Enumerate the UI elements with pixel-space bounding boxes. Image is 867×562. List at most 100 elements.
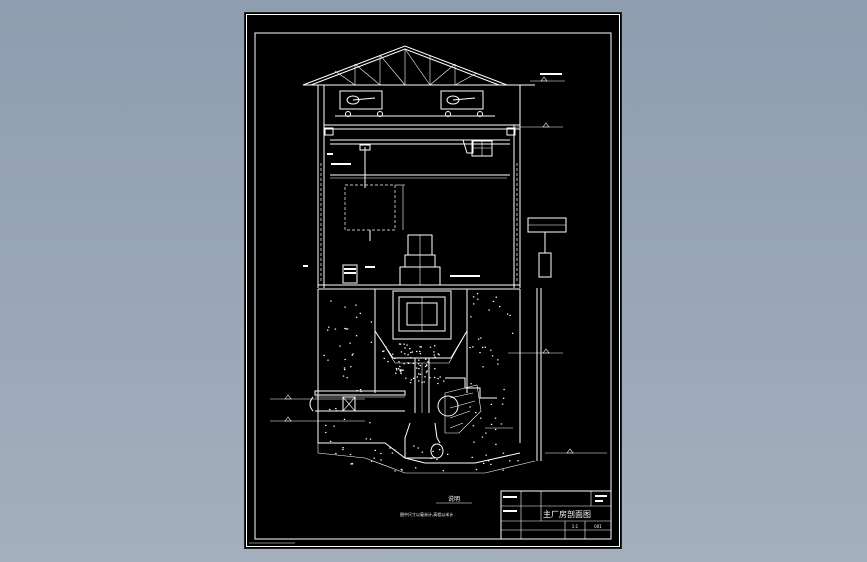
aggregate-dot [355, 304, 357, 306]
aggregate-dot [423, 381, 425, 383]
aggregate-dot [410, 351, 412, 354]
aggregate-dot [484, 346, 486, 348]
aggregate-dot [472, 425, 475, 427]
machine-floor [318, 264, 520, 290]
aggregate-dot [374, 449, 376, 451]
aggregate-dot [383, 357, 385, 359]
aggregate-dot [328, 326, 330, 328]
aggregate-dot [490, 423, 493, 425]
aggregate-dot [472, 296, 475, 298]
aggregate-dot [349, 453, 352, 456]
aggregate-dot [506, 313, 509, 315]
aggregate-dot [325, 424, 327, 426]
aggregate-dot [433, 354, 435, 356]
aggregate-dot [432, 450, 434, 452]
aggregate-dot [359, 312, 361, 314]
aggregate-dot [415, 467, 417, 469]
aggregate-dot [416, 367, 418, 369]
aggregate-dot [409, 357, 412, 359]
aggregate-dot [339, 345, 341, 347]
cad-drawing: 说明 图中尺寸以毫米计,高程以米计 主厂房剖面图 1:1 001 [246, 14, 620, 547]
aggregate-dot [502, 452, 505, 454]
inner-frame [254, 32, 612, 540]
aggregate-dot [480, 417, 482, 419]
aggregate-dot [327, 329, 329, 331]
aggregate-dot [344, 369, 346, 371]
aggregate-dot [419, 346, 421, 348]
aggregate-dot [477, 338, 480, 340]
aggregate-dot [406, 344, 408, 346]
foundation-concrete [317, 289, 521, 443]
aggregate-dot [350, 463, 352, 465]
aggregate-dot [483, 462, 485, 464]
aggregate-dot [517, 460, 519, 462]
aggregate-dot [342, 448, 344, 451]
aggregate-dot [473, 441, 475, 443]
aggregate-dot [403, 343, 405, 345]
aggregate-dot [421, 381, 423, 384]
aggregate-dot [418, 373, 420, 375]
spiral-case [437, 377, 497, 434]
aggregate-dot [495, 296, 497, 298]
aggregate-dot [443, 380, 445, 382]
elevation-marker-roof [530, 73, 565, 82]
aggregate-dot [399, 365, 401, 368]
aggregate-dot [351, 354, 353, 356]
aggregate-dot [346, 377, 348, 379]
aggregate-dot [442, 470, 445, 472]
penstock [270, 390, 406, 422]
aggregate-dot [399, 370, 401, 372]
aggregate-dot [437, 378, 439, 380]
aggregate-dot [416, 376, 418, 378]
aggregate-dot [502, 397, 505, 399]
aggregate-dot [437, 382, 439, 385]
aggregate-dot [391, 452, 394, 454]
aggregate-dot [488, 309, 490, 311]
aggregate-dot [335, 408, 337, 410]
aggregate-dot [421, 451, 423, 453]
aggregate-dot [430, 457, 432, 459]
aggregate-dot [370, 341, 373, 343]
generator-housing [344, 184, 405, 241]
bed-rock [317, 427, 536, 474]
aggregate-dot [434, 345, 436, 347]
aggregate-dot [403, 363, 405, 365]
aggregate-dot [404, 347, 406, 349]
aggregate-dot [472, 346, 474, 348]
aggregate-dot [394, 449, 396, 451]
aggregate-dot [501, 403, 504, 405]
aggregate-dot [479, 352, 481, 354]
generator-unit [399, 234, 441, 286]
aggregate-dot [476, 293, 479, 295]
aggregate-dot [417, 363, 420, 365]
aggregate-dot [502, 469, 504, 471]
roof-truss [302, 45, 535, 86]
aggregate-dot [469, 406, 471, 408]
aggregate-dot [419, 350, 421, 352]
aggregate-dot [335, 452, 337, 455]
aggregate-dot [365, 438, 367, 440]
aggregate-dot [350, 366, 352, 368]
aggregate-dot [397, 368, 400, 370]
draft-tube [404, 422, 444, 459]
aggregate-dot [344, 306, 346, 308]
aggregate-dot [351, 462, 353, 465]
aggregate-dot [325, 431, 327, 434]
aggregate-dot [438, 354, 440, 356]
aggregate-dot [434, 376, 436, 379]
aggregate-dot [419, 364, 421, 367]
aggregate-dot [346, 328, 349, 330]
aggregate-dot [424, 365, 427, 368]
aggregate-dot [392, 353, 394, 355]
aggregate-dot [369, 422, 371, 424]
aggregate-dot [391, 356, 393, 358]
aggregate-dot [425, 371, 428, 373]
aggregate-dot [349, 342, 351, 344]
aggregate-dot [494, 417, 497, 419]
aggregate-dot [395, 372, 397, 374]
aggregate-dot [471, 456, 473, 458]
aggregate-dot [399, 343, 402, 345]
aggregate-dot [492, 300, 495, 302]
aggregate-dot [497, 363, 499, 365]
aggregate-dot [342, 375, 345, 377]
